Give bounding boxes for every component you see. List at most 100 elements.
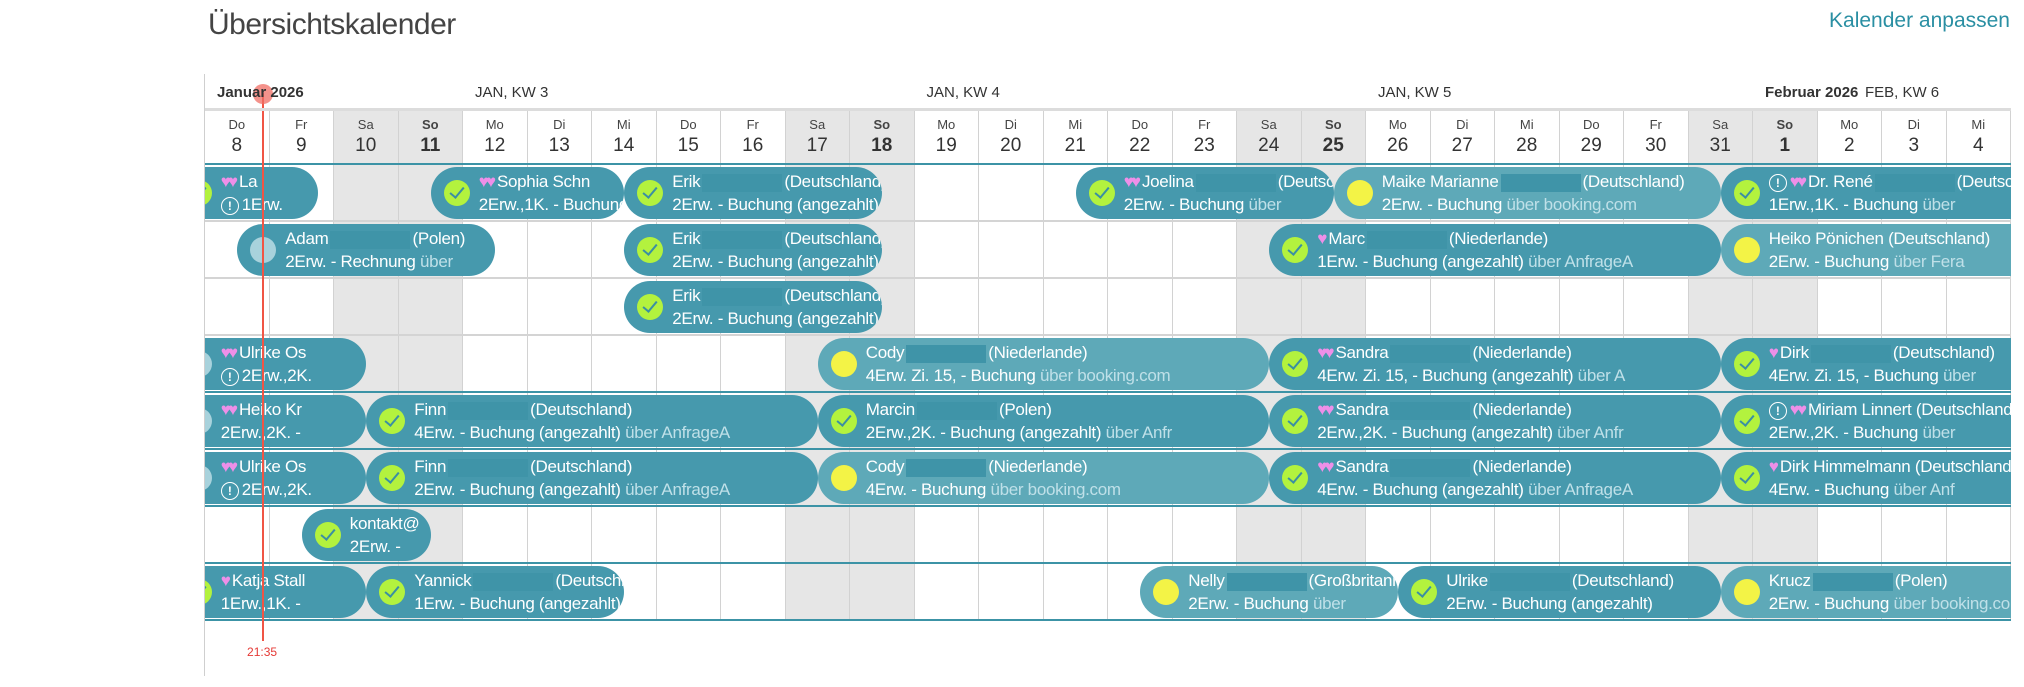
- customize-calendar-link[interactable]: Kalender anpassen: [1829, 9, 2010, 32]
- booking-bar[interactable]: Cody(Niederlande)4Erw. Zi. 15, - Buchung…: [817, 338, 1270, 390]
- booking-info: 4Erw. - Buchung: [1768, 480, 1890, 499]
- redacted-name: [702, 173, 783, 192]
- booking-source: über booking.com: [1893, 594, 2011, 613]
- guest-name: Erik: [672, 286, 701, 305]
- guest-country: (Deutschland): [1892, 343, 1995, 362]
- guest-name: Sandra: [1335, 343, 1389, 362]
- booking-bar[interactable]: ♥♥Sandra(Niederlande)2Erw.,2K. - Buchung…: [1269, 395, 1721, 447]
- booking-bar[interactable]: !♥♥Miriam Linnert (Deutschland)2Erw.,2K.…: [1720, 395, 2011, 447]
- booking-bar[interactable]: ♥♥Ulrike Os!2Erw.,2K.: [205, 452, 367, 504]
- current-time-line: [262, 93, 265, 641]
- booking-info: 2Erw. -: [349, 537, 401, 556]
- weekday-label: Mo: [1388, 117, 1407, 132]
- booking-guest-line: Cody(Niederlande): [866, 457, 1088, 477]
- booking-bar[interactable]: Erik(Deutschland)2Erw. - Buchung (angeza…: [624, 167, 883, 219]
- booking-bar[interactable]: Nelly(Großbritannien)2Erw. - Buchung übe…: [1140, 566, 1399, 618]
- booking-info: 1Erw. - Buchung (angezahlt): [1317, 252, 1524, 271]
- heart-icon: ♥: [1768, 343, 1779, 362]
- booking-bar[interactable]: ♥Dirk(Deutschland)4Erw. Zi. 15, - Buchun…: [1720, 338, 2011, 390]
- booking-bar[interactable]: ♥♥Ulrike Os!2Erw.,2K.: [205, 338, 367, 390]
- booking-source: über Anf: [1893, 480, 1955, 499]
- guest-country: (Polen): [412, 229, 466, 248]
- booking-bar[interactable]: ♥♥Sandra(Niederlande)4Erw. Zi. 15, - Buc…: [1269, 338, 1721, 390]
- booking-bar[interactable]: Heiko Pönichen (Deutschland)2Erw. - Buch…: [1720, 224, 2011, 276]
- booking-source: über Anfr: [1557, 423, 1624, 442]
- booking-info-line: 4Erw. - Buchung über Anf: [1769, 480, 1955, 500]
- comment-icon: !: [1768, 402, 1787, 420]
- guest-country: (Deutschland): [1277, 172, 1334, 191]
- booking-info-line: 2Erw. - Buchung über Fera: [1769, 252, 1965, 272]
- weekday-label: Mi: [616, 117, 631, 132]
- booking-bar[interactable]: ♥Dirk Himmelmann (Deutschland)4Erw. - Bu…: [1720, 452, 2011, 504]
- heart-icon: ♥: [1768, 457, 1779, 476]
- guest-country: (Polen): [998, 400, 1052, 419]
- check-status-icon: [314, 522, 341, 548]
- booking-bar[interactable]: ♥Marc(Niederlande)1Erw. - Buchung (angez…: [1269, 224, 1721, 276]
- check-status-icon: [1282, 237, 1309, 263]
- booking-info: 4Erw. - Buchung: [865, 480, 987, 499]
- booking-bar[interactable]: Marcin(Polen)2Erw.,2K. - Buchung (angeza…: [817, 395, 1270, 447]
- booking-bar[interactable]: Maike Marianne(Deutschland)2Erw. - Buchu…: [1333, 167, 1721, 219]
- guest-country: (Niederlande): [988, 343, 1088, 362]
- booking-bar[interactable]: ♥♥Joelina(Deutschland)2Erw. - Buchung üb…: [1075, 167, 1334, 219]
- weekday-label: Mi: [1971, 117, 1986, 132]
- booking-bar[interactable]: Erik(Deutschland)2Erw. - Buchung (angeza…: [624, 281, 883, 333]
- comment-icon: !: [220, 368, 239, 386]
- day-header[interactable]: So 18: [850, 111, 915, 164]
- booking-bar[interactable]: kontakt@2Erw. -: [301, 509, 431, 561]
- booking-bar[interactable]: ♥♥Sandra(Niederlande)4Erw. - Buchung (an…: [1269, 452, 1721, 504]
- booking-bar[interactable]: Adam(Polen)2Erw. - Rechnung über: [237, 224, 496, 276]
- guest-country: (Deutschland): [1915, 400, 2011, 419]
- booking-info-line: 2Erw.,2K. -: [221, 423, 301, 443]
- booking-bar[interactable]: Finn(Deutschland)2Erw. - Buchung (angeza…: [366, 452, 818, 504]
- guest-name: Heiko Kr: [238, 400, 302, 419]
- booking-bar[interactable]: Erik(Deutschland)2Erw. - Buchung (angeza…: [624, 224, 883, 276]
- booking-guest-line: Nelly(Großbritannien): [1188, 571, 1398, 591]
- day-number: 18: [871, 135, 893, 156]
- booking-bar[interactable]: Finn(Deutschland)4Erw. - Buchung (angeza…: [366, 395, 818, 447]
- booking-bar[interactable]: !♥♥Dr. René(Deutschland)1Erw.,1K. - Buch…: [1720, 167, 2011, 219]
- weekday-label: Di: [1907, 117, 1920, 132]
- booking-bar[interactable]: Cody(Niederlande)4Erw. - Buchung über bo…: [817, 452, 1270, 504]
- guest-country: (Deutschland): [1888, 229, 1990, 248]
- booking-bar[interactable]: ♥♥La!1Erw.: [205, 167, 318, 219]
- weekday-label: So: [873, 117, 891, 132]
- booking-bar[interactable]: Yannick(Deutschland)1Erw. - Buchung (ang…: [366, 566, 625, 618]
- booking-bar[interactable]: Ulrike(Deutschland)2Erw. - Buchung (ange…: [1398, 566, 1721, 618]
- booking-bar[interactable]: Krucz(Polen)2Erw. - Buchung über booking…: [1720, 566, 2011, 618]
- check-status-icon: [1282, 351, 1309, 377]
- guest-country: (Deutschland): [530, 400, 633, 419]
- comment-icon: !: [1768, 174, 1787, 192]
